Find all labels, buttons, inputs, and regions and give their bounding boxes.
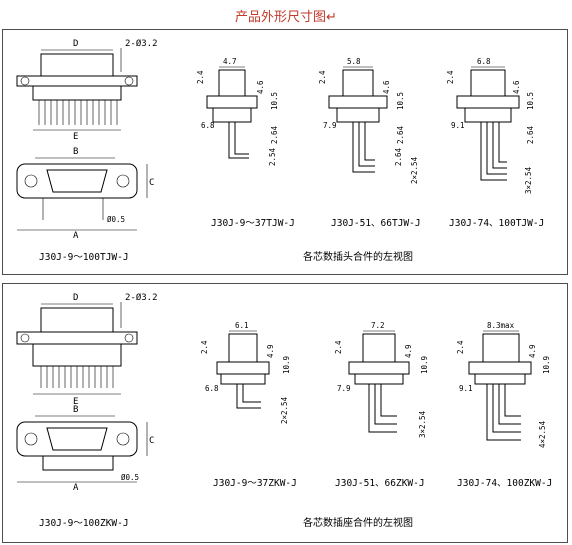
- svg-text:4.9: 4.9: [266, 344, 275, 358]
- svg-text:6.8: 6.8: [477, 57, 491, 66]
- svg-text:6.8: 6.8: [201, 121, 215, 130]
- svg-text:2×2.54: 2×2.54: [410, 156, 419, 184]
- dim-e-label: E: [73, 132, 78, 142]
- socket-panel: D 2-Ø3.2 E B C Ø0.5 A J30J-9: [2, 283, 568, 543]
- svg-text:J30J-51、66ZKW-J: J30J-51、66ZKW-J: [335, 478, 425, 489]
- svg-text:2.4: 2.4: [446, 70, 455, 84]
- plug-drawing: D 2-Ø3.2 E B C Ø0.5 A J: [16, 38, 544, 263]
- socket-side-caption: 各芯数插座合件的左视图: [303, 516, 413, 529]
- svg-text:2.4: 2.4: [456, 340, 465, 354]
- svg-text:2.64: 2.64: [396, 125, 405, 144]
- svg-text:B: B: [73, 405, 78, 415]
- svg-text:2.64: 2.64: [526, 125, 535, 144]
- svg-text:9.1: 9.1: [459, 384, 473, 393]
- svg-text:2.54: 2.54: [268, 147, 277, 166]
- svg-text:9.1: 9.1: [451, 121, 465, 130]
- dim-hole-label: 2-Ø3.2: [125, 38, 158, 49]
- svg-text:4.9: 4.9: [404, 344, 413, 358]
- page-title: 产品外形尺寸图↵: [235, 10, 337, 25]
- svg-text:6.8: 6.8: [205, 384, 219, 393]
- svg-text:2×2.54: 2×2.54: [280, 396, 289, 424]
- svg-text:J30J-9～37TJW-J: J30J-9～37TJW-J: [211, 218, 295, 229]
- svg-text:4.6: 4.6: [382, 80, 391, 94]
- svg-text:4×2.54: 4×2.54: [538, 420, 547, 448]
- dim-c-label: C: [149, 178, 154, 188]
- socket-side-view-2: 7.2 2.4 4.9 10.9 7.9 3×2.54 J30J-51、66ZK…: [334, 321, 429, 489]
- svg-text:E: E: [73, 397, 78, 407]
- plug-side-view-2: 5.8 2.4 4.6 10.5 2.64 7.9 2.64 2×2.54 J3…: [318, 57, 421, 229]
- svg-text:4.7: 4.7: [223, 57, 237, 66]
- svg-text:7.9: 7.9: [337, 384, 351, 393]
- plug-side-view-3: 6.8 2.4 4.6 10.5 2.64 9.1 3×2.54 J30J-74…: [446, 57, 544, 229]
- svg-text:7.2: 7.2: [371, 321, 385, 330]
- svg-text:6.1: 6.1: [235, 321, 249, 330]
- plug-panel: D 2-Ø3.2 E B C Ø0.5 A J: [2, 29, 568, 275]
- svg-text:2.4: 2.4: [318, 70, 327, 84]
- svg-text:2.64: 2.64: [270, 125, 279, 144]
- svg-text:7.9: 7.9: [323, 121, 337, 130]
- svg-text:Ø0.5: Ø0.5: [121, 473, 139, 482]
- svg-text:2.4: 2.4: [334, 340, 343, 354]
- svg-text:2-Ø3.2: 2-Ø3.2: [125, 292, 158, 303]
- plug-side-view-1: 4.7 2.4 4.6 10.5 2.64 6.8 2.54 J30J-9～37…: [196, 57, 295, 229]
- socket-drawing: D 2-Ø3.2 E B C Ø0.5 A J30J-9: [16, 292, 552, 529]
- dim-a-label: A: [73, 231, 79, 241]
- svg-text:10.9: 10.9: [542, 356, 551, 374]
- plug-bottom-view: B C Ø0.5 A: [16, 147, 154, 241]
- svg-text:10.5: 10.5: [396, 92, 405, 110]
- svg-text:C: C: [149, 436, 154, 446]
- socket-bottom-view: B C Ø0.5 A: [16, 405, 154, 493]
- svg-text:A: A: [73, 483, 79, 493]
- plug-side-caption: 各芯数插头合件的左视图: [303, 250, 413, 263]
- svg-text:3×2.54: 3×2.54: [524, 166, 533, 194]
- svg-text:D: D: [73, 293, 78, 303]
- socket-side-view-1: 6.1 2.4 4.9 10.9 6.8 2×2.54 J30J-9～37ZKW…: [200, 321, 297, 489]
- socket-side-view-3: 8.3max 2.4 4.9 10.9 9.1 4×2.54 J30J-74、1…: [456, 321, 552, 489]
- svg-text:2.4: 2.4: [200, 340, 209, 354]
- svg-text:J30J-74、100TJW-J: J30J-74、100TJW-J: [449, 218, 544, 229]
- plug-front-view: D 2-Ø3.2 E: [16, 38, 158, 142]
- socket-front-view: D 2-Ø3.2 E: [16, 292, 158, 407]
- svg-text:J30J-9～37ZKW-J: J30J-9～37ZKW-J: [213, 478, 297, 489]
- svg-text:2.4: 2.4: [196, 70, 205, 84]
- dim-d-label: D: [73, 39, 78, 49]
- dim-b-label: B: [73, 147, 78, 157]
- svg-text:J30J-74、100ZKW-J: J30J-74、100ZKW-J: [457, 478, 552, 489]
- svg-text:J30J-51、66TJW-J: J30J-51、66TJW-J: [331, 218, 421, 229]
- svg-text:3×2.54: 3×2.54: [418, 410, 427, 438]
- svg-text:10.9: 10.9: [420, 356, 429, 374]
- plug-main-caption: J30J-9～100TJW-J: [39, 252, 129, 263]
- socket-main-caption: J30J-9～100ZKW-J: [39, 518, 129, 529]
- svg-text:8.3max: 8.3max: [487, 321, 515, 330]
- svg-text:10.5: 10.5: [526, 92, 535, 110]
- svg-text:10.9: 10.9: [282, 356, 291, 374]
- dim-pin-label: Ø0.5: [107, 215, 125, 224]
- svg-text:10.5: 10.5: [270, 92, 279, 110]
- svg-text:4.6: 4.6: [512, 80, 521, 94]
- svg-text:4.6: 4.6: [256, 80, 265, 94]
- svg-text:2.64: 2.64: [394, 147, 403, 166]
- svg-text:4.9: 4.9: [528, 344, 537, 358]
- svg-text:5.8: 5.8: [347, 57, 361, 66]
